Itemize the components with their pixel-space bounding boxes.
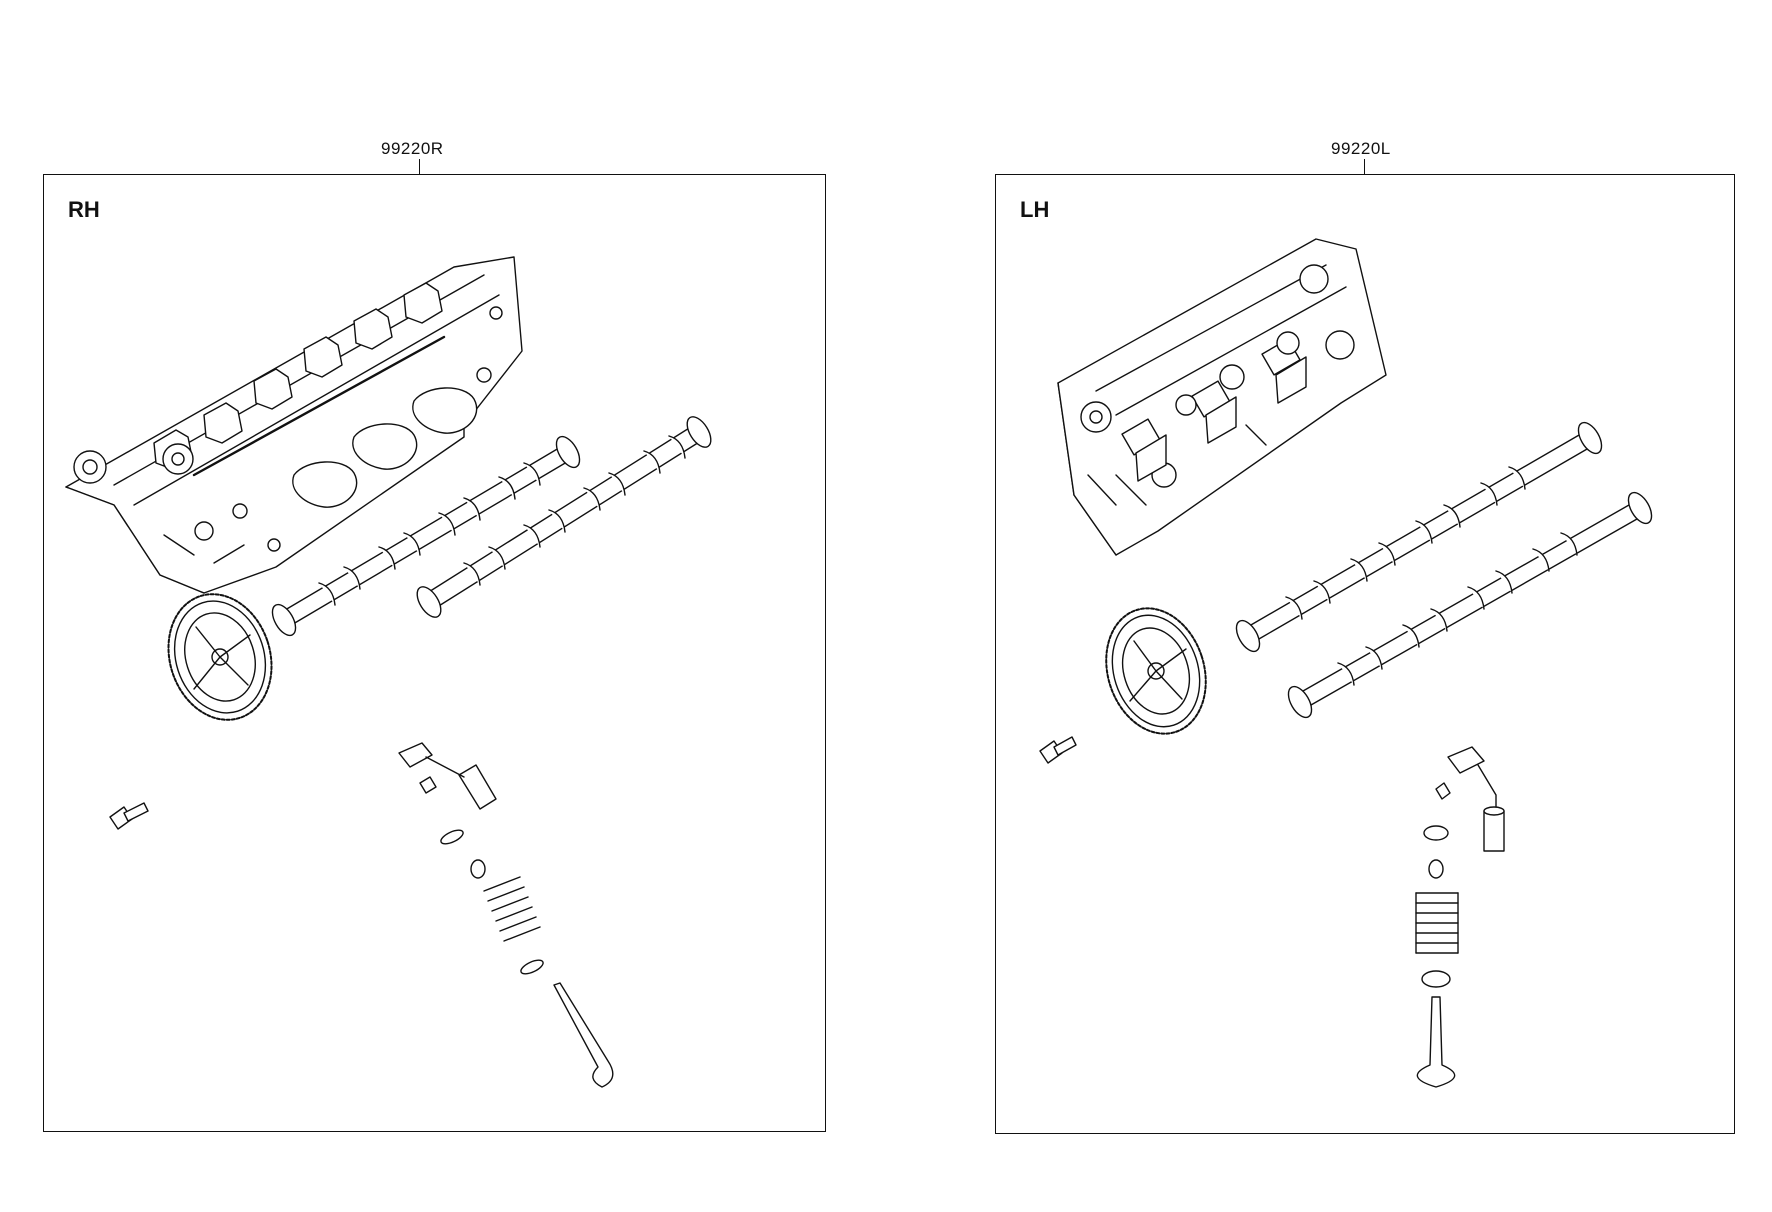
- cam-sprocket-rh: [153, 581, 288, 734]
- exploded-view-lh: [996, 175, 1736, 1135]
- valve-spring-retainer-rh: [439, 827, 465, 846]
- cam-sprocket-lh: [1091, 595, 1222, 746]
- roller-rocker-arm-rh: [399, 743, 432, 767]
- exploded-view-rh: [44, 175, 827, 1133]
- valve-spring-rh: [484, 877, 540, 941]
- valve-spring-retainer-lh: [1424, 826, 1448, 840]
- part-number-label-lh: 99220L: [1331, 139, 1391, 158]
- sprocket-bolt-rh: [110, 803, 148, 829]
- cylinder-head-lh: [1058, 239, 1386, 555]
- spring-seat-lh: [1422, 971, 1450, 987]
- assembly-panel-rh: RH: [43, 174, 826, 1132]
- sprocket-bolt-lh: [1040, 737, 1076, 763]
- leader-line-lh: [1364, 159, 1365, 174]
- valve-spring-lh: [1416, 893, 1458, 953]
- valve-keeper-rh: [420, 777, 436, 793]
- valve-train-rh: [399, 743, 613, 1087]
- valve-train-lh: [1416, 747, 1504, 1087]
- intake-camshaft-rh: [268, 433, 585, 639]
- cylinder-head-rh: [66, 257, 522, 593]
- spring-seat-rh: [519, 957, 545, 976]
- valve-stem-seal-rh: [471, 860, 485, 878]
- part-number-label-rh: 99220R: [381, 139, 444, 158]
- side-label-rh: RH: [68, 197, 100, 222]
- roller-rocker-arm-lh: [1448, 747, 1484, 773]
- exhaust-camshaft-lh: [1284, 489, 1657, 721]
- exhaust-camshaft-rh: [412, 413, 715, 621]
- side-label-lh: LH: [1020, 197, 1050, 222]
- intake-camshaft-lh: [1232, 419, 1607, 655]
- valve-stem-seal-lh: [1429, 860, 1443, 878]
- hydraulic-lash-adjuster-rh: [459, 765, 496, 809]
- valve-lh: [1417, 997, 1454, 1087]
- leader-line-rh: [419, 159, 420, 174]
- valve-keeper-lh: [1436, 783, 1450, 799]
- hydraulic-lash-adjuster-lh: [1484, 811, 1504, 851]
- valve-rh: [554, 983, 613, 1087]
- assembly-panel-lh: LH: [995, 174, 1735, 1134]
